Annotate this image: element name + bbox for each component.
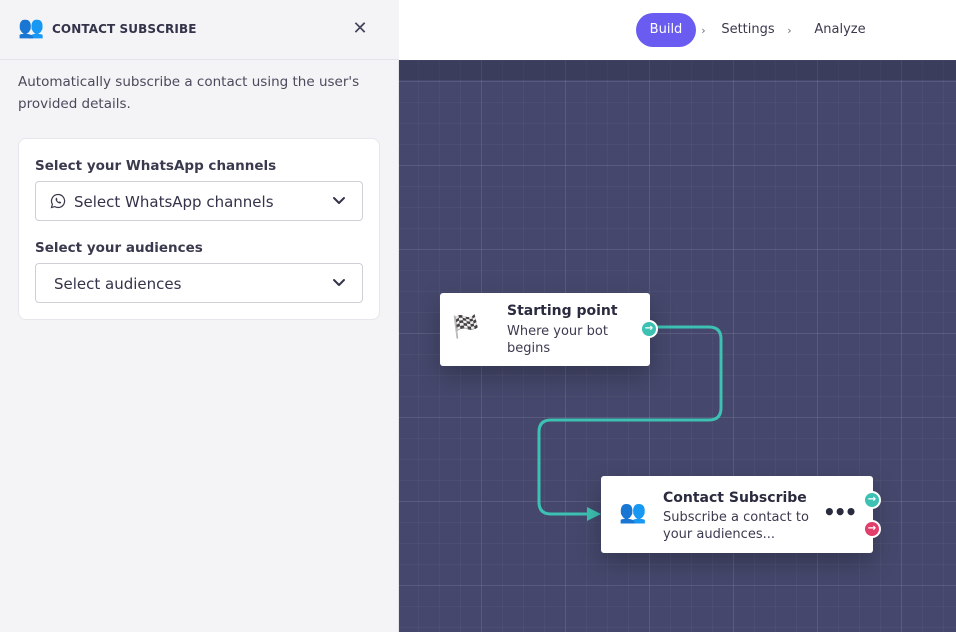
settings-card: Select your WhatsApp channels Select Wha… xyxy=(18,138,380,320)
failure-port-icon[interactable]: → xyxy=(863,520,881,538)
more-options-icon[interactable]: ••• xyxy=(823,500,857,524)
whatsapp-channels-select[interactable]: Select WhatsApp channels xyxy=(35,181,363,221)
node-subtitle: Subscribe a contact to your audiences... xyxy=(663,510,809,542)
flow-connector xyxy=(537,325,723,521)
step-separator: › xyxy=(787,23,792,37)
canvas-top-strip xyxy=(399,60,956,80)
contact-person-icon: 👥 xyxy=(619,500,647,525)
step-settings[interactable]: Settings xyxy=(721,22,775,37)
select-value: Select audiences xyxy=(54,275,182,293)
node-title: Contact Subscribe xyxy=(663,490,807,506)
panel-header: 👥 CONTACT SUBSCRIBE ✕ xyxy=(0,0,399,60)
field-label-whatsapp-channels: Select your WhatsApp channels xyxy=(35,158,277,174)
chevron-down-icon xyxy=(333,279,345,286)
field-label-audiences: Select your audiences xyxy=(35,240,203,256)
checkered-flag-icon: 🏁 xyxy=(452,315,480,340)
output-port-icon[interactable]: → xyxy=(640,320,658,338)
step-separator: › xyxy=(701,23,706,37)
flow-canvas[interactable]: 🏁 Starting point Where your bot begins →… xyxy=(399,60,956,632)
node-contact-subscribe[interactable]: 👥 Contact Subscribe Subscribe a contact … xyxy=(601,476,873,553)
step-navigation: Build › Settings › Analyze xyxy=(636,13,870,47)
node-title: Starting point xyxy=(507,303,618,319)
close-icon[interactable]: ✕ xyxy=(352,18,368,39)
chevron-down-icon xyxy=(333,197,345,204)
panel-title: CONTACT SUBSCRIBE xyxy=(52,22,197,36)
step-analyze[interactable]: Analyze xyxy=(814,22,866,37)
connector-line xyxy=(537,325,723,516)
panel-description: Automatically subscribe a contact using … xyxy=(18,74,360,112)
contact-person-icon: 👥 xyxy=(18,15,45,39)
connector-arrowhead xyxy=(587,507,601,521)
node-starting-point[interactable]: 🏁 Starting point Where your bot begins xyxy=(440,293,650,366)
side-panel: 👥 CONTACT SUBSCRIBE ✕ Automatically subs… xyxy=(0,0,399,632)
success-port-icon[interactable]: → xyxy=(863,491,881,509)
step-build[interactable]: Build xyxy=(636,13,696,47)
whatsapp-icon xyxy=(50,193,66,209)
node-subtitle: Where your bot begins xyxy=(507,324,608,356)
select-value: Select WhatsApp channels xyxy=(74,193,274,211)
audiences-select[interactable]: Select audiences xyxy=(35,263,363,303)
